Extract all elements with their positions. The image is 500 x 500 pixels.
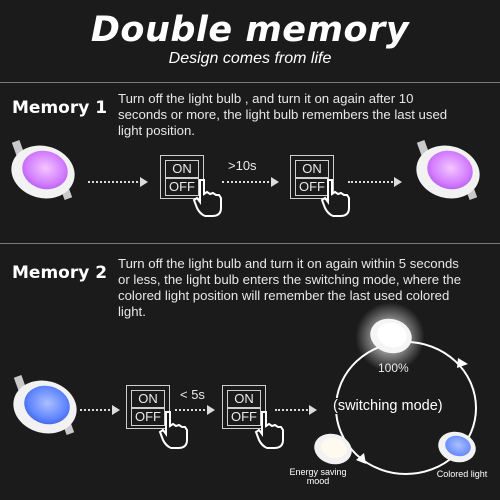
- magenta-lamp-icon: [11, 140, 75, 200]
- blue-lamp-icon: [13, 375, 77, 435]
- arrow-2c: [275, 405, 317, 415]
- brightness-label: 100%: [378, 361, 409, 375]
- arrow-1a: [88, 177, 148, 187]
- memory1-timing: >10s: [228, 158, 257, 173]
- switch-off-label: OFF: [227, 408, 261, 426]
- memory2-label: Memory 2: [12, 263, 108, 283]
- memory2-timing: < 5s: [180, 387, 205, 402]
- switch-on-label: ON: [227, 390, 261, 408]
- divider-middle: [0, 243, 500, 244]
- hand-pointer-icon: [158, 411, 188, 449]
- hand-pointer-icon: [254, 411, 284, 449]
- switch-off-label: OFF: [165, 178, 199, 196]
- hand-pointer-icon: [192, 179, 222, 217]
- switch-icon: ON OFF: [222, 385, 266, 429]
- memory1-description: Turn off the light bulb , and turn it on…: [118, 91, 448, 138]
- blue-lamp-icon: [438, 431, 476, 463]
- arrow-2b: [175, 405, 215, 415]
- colored-light-label: Colored light: [436, 469, 488, 479]
- page-title: Double memory: [90, 10, 410, 50]
- arrow-1c: [348, 177, 402, 187]
- memory1-label: Memory 1: [12, 98, 108, 118]
- page-subtitle: Design comes from life: [168, 50, 332, 67]
- switching-mode-label: (switching mode): [333, 398, 443, 414]
- arrow-1b: [222, 177, 279, 187]
- hand-pointer-icon: [320, 179, 350, 217]
- switch-off-label: OFF: [131, 408, 165, 426]
- energy-saving-label: Energy saving mood: [289, 467, 347, 486]
- arrow-2a: [80, 405, 120, 415]
- switch-on-label: ON: [295, 160, 329, 178]
- warm-lamp-icon: [314, 433, 352, 465]
- switch-on-label: ON: [165, 160, 199, 178]
- switch-icon: ON OFF: [126, 385, 170, 429]
- switch-on-label: ON: [131, 390, 165, 408]
- white-lamp-icon: [370, 318, 412, 354]
- memory2-description: Turn off the light bulb and turn it on a…: [118, 256, 462, 319]
- divider-top: [0, 82, 500, 83]
- magenta-lamp-icon: [416, 140, 480, 200]
- switch-icon: ON OFF: [160, 155, 204, 199]
